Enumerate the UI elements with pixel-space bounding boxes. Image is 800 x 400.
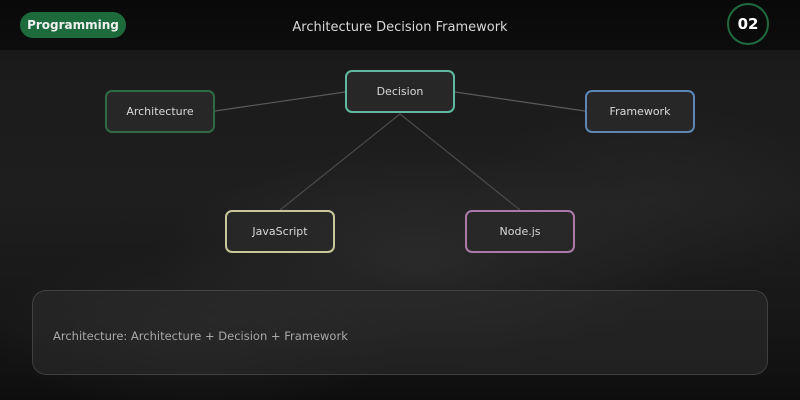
summary-text: Architecture: Architecture + Decision + … (53, 329, 348, 343)
node-javascript[interactable]: JavaScript (225, 210, 335, 253)
node-nodejs[interactable]: Node.js (465, 210, 575, 253)
edge-decision-javascript (279, 113, 401, 211)
node-framework[interactable]: Framework (585, 90, 695, 133)
edge-architecture-decision (214, 91, 346, 112)
node-decision[interactable]: Decision (345, 70, 455, 113)
header-bar: Programming Architecture Decision Framew… (0, 0, 800, 50)
node-label: Architecture (126, 105, 194, 118)
edge-decision-nodejs (399, 113, 521, 211)
node-label: JavaScript (252, 225, 308, 238)
category-tag: Programming (20, 12, 126, 38)
node-label: Decision (376, 85, 424, 98)
edge-decision-framework (454, 91, 586, 112)
node-label: Node.js (499, 225, 541, 238)
page-title: Architecture Decision Framework (292, 20, 508, 35)
node-label: Framework (609, 105, 671, 118)
summary-panel: Architecture: Architecture + Decision + … (32, 290, 768, 375)
node-architecture[interactable]: Architecture (105, 90, 215, 133)
page-number-badge: 02 (727, 3, 769, 45)
